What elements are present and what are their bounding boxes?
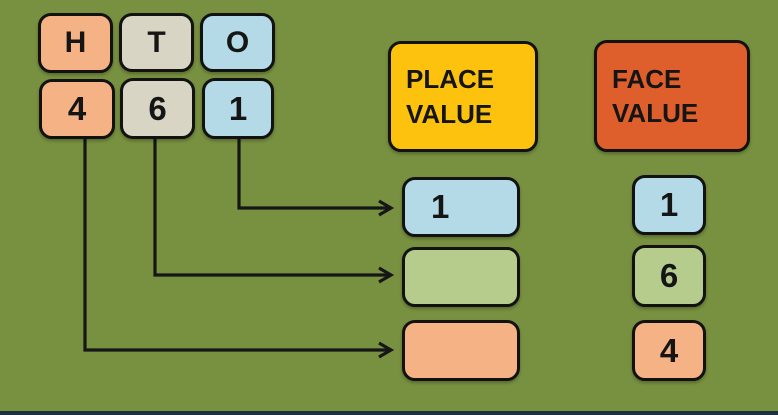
place-value-tens-box — [402, 247, 520, 307]
digit-hundreds: 4 — [39, 79, 115, 139]
place-value-heading: PLACE VALUE — [388, 41, 538, 152]
face-value-heading: FACE VALUE — [594, 40, 750, 152]
column-header-hundreds: H — [38, 13, 113, 73]
arrow-ones-icon — [237, 139, 395, 217]
face-value-hundreds-box: 4 — [632, 320, 706, 381]
face-value-tens-box: 6 — [632, 245, 706, 307]
digit-tens: 6 — [120, 78, 195, 139]
arrow-tens-icon — [153, 139, 395, 284]
column-header-tens: T — [119, 13, 194, 72]
column-header-ones: O — [200, 13, 275, 72]
bottom-edge-strip — [0, 411, 778, 415]
place-value-hundreds-box — [402, 320, 520, 381]
arrow-hundreds-icon — [83, 139, 395, 359]
face-value-ones-box: 1 — [632, 175, 706, 235]
place-value-ones-box: 1 — [402, 177, 520, 237]
digit-ones: 1 — [202, 78, 274, 139]
